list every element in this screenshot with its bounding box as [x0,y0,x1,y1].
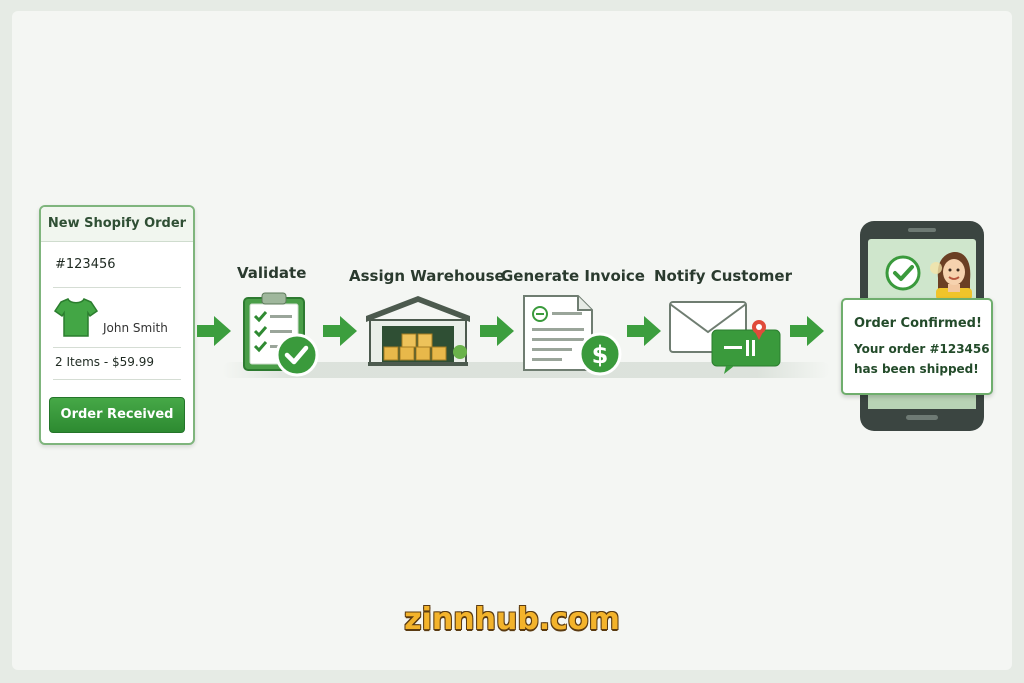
flow-arrow-icon [197,316,231,346]
brand-watermark: zinnhub.com [404,602,620,637]
step-label-generate-invoice: Generate Invoice [501,267,645,285]
divider [53,379,181,380]
svg-text:$: $ [592,341,609,369]
flow-arrow-icon [480,316,514,346]
order-number: #123456 [55,257,116,272]
notification-title: Order Confirmed! [854,316,982,331]
step-label-notify-customer: Notify Customer [654,267,792,285]
notification-card: Order Confirmed! Your order #123456 has … [841,298,993,395]
divider [53,347,181,348]
flow-arrow-icon [323,316,357,346]
order-card-title: New Shopify Order [41,207,193,242]
order-summary: 2 Items - $59.99 [55,355,154,369]
order-card: New Shopify Order #123456 John Smith 2 I… [39,205,195,445]
divider [53,287,181,288]
step-label-validate: Validate [237,264,307,282]
order-received-button[interactable]: Order Received [49,397,185,433]
warehouse-icon [366,296,470,366]
customer-avatar-icon [930,252,972,300]
flow-arrow-icon [790,316,824,346]
tshirt-icon [53,298,99,337]
notification-message-line-1: Your order #123456 [854,342,990,356]
step-label-assign-warehouse: Assign Warehouse [349,267,505,285]
check-circle-icon [885,255,921,291]
envelope-chat-icon [669,301,781,374]
customer-name: John Smith [103,321,168,335]
clipboard-check-icon [243,292,319,377]
flow-arrow-icon [627,316,661,346]
notification-message-line-2: has been shipped! [854,362,979,376]
invoice-dollar-icon: $ [523,295,622,376]
